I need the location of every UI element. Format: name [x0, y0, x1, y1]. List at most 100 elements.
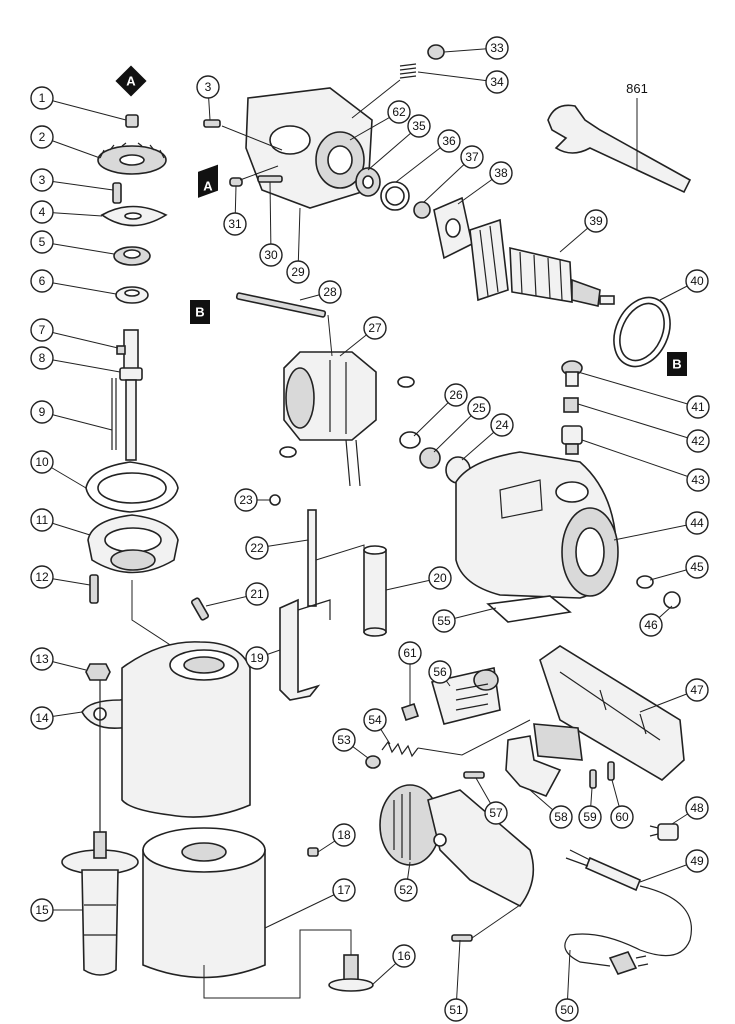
callout-bubble [394, 878, 418, 902]
callout-36: 36 [395, 129, 461, 183]
callout-bubble [196, 75, 220, 99]
callout-10: 10 [30, 450, 87, 489]
callout-number: 25 [472, 401, 486, 415]
callout-bubble [437, 129, 461, 153]
callout-17: 17 [264, 878, 356, 929]
callout-bubble [686, 395, 710, 419]
callout-bubble [685, 511, 709, 535]
callout-number: 16 [397, 949, 411, 963]
callout-49: 49 [639, 849, 709, 883]
part-28-screw [235, 292, 327, 318]
callout-bubble [332, 823, 356, 847]
callout-number: 19 [250, 651, 264, 665]
callout-bubble [259, 243, 283, 267]
part-25-bearing [419, 447, 441, 469]
callout-7: 7 [30, 318, 119, 349]
callout-number: 6 [39, 274, 46, 288]
callout-51: 51 [444, 939, 468, 1022]
part-22-rod [307, 509, 317, 607]
callout-layer: 1234567891011121314151617181920212223242… [30, 36, 710, 1022]
callout-number: 51 [449, 1003, 463, 1017]
callout-4: 4 [30, 200, 103, 224]
callout-bubble [363, 708, 387, 732]
callout-bubble [685, 269, 709, 293]
callout-number: 11 [36, 513, 49, 527]
part-21-screw [190, 597, 210, 621]
callout-bubble [489, 161, 513, 185]
callout-bubble [392, 944, 416, 968]
callout-bubble [245, 582, 269, 606]
callout-number: 61 [403, 646, 417, 660]
callout-number: 47 [690, 683, 704, 697]
part-clip-left [279, 446, 297, 458]
callout-35: 35 [367, 114, 431, 171]
callout-bubble [30, 269, 54, 293]
callout-bubble [30, 450, 54, 474]
callout-bubble [555, 998, 579, 1022]
callout-bubble [30, 647, 54, 671]
callout-bubble [549, 805, 573, 829]
callout-bubble [30, 898, 54, 922]
callout-number: 40 [690, 274, 704, 288]
callout-bubble [610, 805, 634, 829]
callout-leader [41, 411, 113, 431]
callout-61: 61 [398, 641, 422, 706]
callout-bubble [245, 646, 269, 670]
callout-24: 24 [461, 413, 514, 461]
part-53-plug [365, 755, 381, 769]
part-41-brush-cap [561, 360, 583, 387]
part-49-cord-guard [565, 849, 642, 892]
part-43-brush-holder [561, 425, 583, 455]
callout-number: 15 [35, 903, 49, 917]
part-59-screw [589, 769, 597, 789]
callout-bubble [30, 200, 54, 224]
callout-bubble [467, 396, 491, 420]
callout-number: 48 [690, 801, 704, 815]
part-51-screw [451, 934, 473, 942]
callout-bubble [685, 555, 709, 579]
callout-number: 20 [433, 571, 447, 585]
part-6-collar [115, 286, 149, 304]
callout-41: 41 [577, 371, 710, 419]
callout-bubble [30, 86, 54, 110]
callout-leader [577, 371, 699, 408]
callout-27: 27 [339, 316, 387, 357]
callout-number: 31 [228, 217, 242, 231]
callout-52: 52 [394, 861, 418, 902]
callout-bubble [460, 145, 484, 169]
callout-bubble [387, 100, 411, 124]
part-61-spring-clip [400, 702, 420, 722]
callout-leader [613, 522, 698, 541]
callout-number: 30 [264, 248, 278, 262]
callout-leader [41, 280, 117, 295]
callout-19: 19 [245, 646, 281, 670]
callout-22: 22 [245, 536, 309, 560]
part-15-side-handle [61, 831, 139, 976]
part-30-screw [257, 175, 283, 183]
part-44-motor-housing [455, 451, 619, 599]
callout-40: 40 [659, 269, 709, 301]
callout-bubble [444, 998, 468, 1022]
callout-55: 55 [432, 607, 497, 633]
part-29-gear-housing [245, 87, 373, 209]
callout-28: 28 [299, 280, 342, 304]
callout-number: 52 [399, 883, 413, 897]
callout-number: 22 [250, 541, 264, 555]
callout-26: 26 [413, 383, 468, 437]
callout-bubble [30, 508, 54, 532]
callout-bubble [30, 318, 54, 342]
part-47-handle-shell [539, 645, 685, 781]
part-4-bearing-plate [100, 205, 168, 227]
callout-number: 13 [35, 652, 49, 666]
part-9-spring [111, 378, 117, 450]
callout-bubble [363, 316, 387, 340]
callout-number: 33 [490, 41, 504, 55]
callout-number: 23 [239, 493, 253, 507]
callout-number: 54 [368, 713, 382, 727]
callout-60: 60 [610, 779, 634, 829]
callout-bubble [398, 641, 422, 665]
callout-leader [41, 329, 119, 349]
callout-45: 45 [649, 555, 709, 581]
svg-text:B: B [195, 305, 204, 320]
